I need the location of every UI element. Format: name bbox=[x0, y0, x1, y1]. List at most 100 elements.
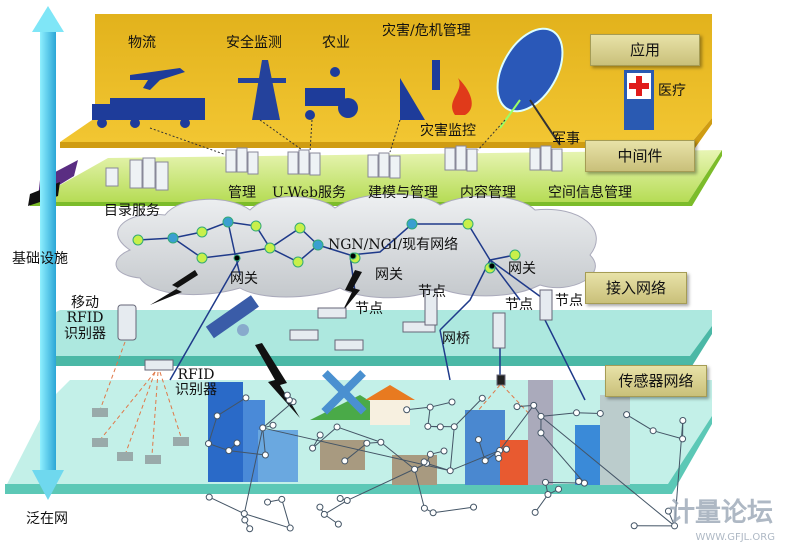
app-label-medical: 医疗 bbox=[658, 83, 686, 99]
sensor-node bbox=[573, 409, 581, 417]
sensor-node bbox=[475, 436, 483, 444]
axis-label-infrastructure: 基础设施 bbox=[12, 251, 68, 267]
mesh-link bbox=[262, 401, 294, 429]
sensor-node bbox=[440, 447, 448, 455]
sensor-node bbox=[225, 447, 233, 455]
sensor-node bbox=[537, 412, 545, 420]
sensor-node bbox=[286, 524, 294, 532]
sensor-node bbox=[478, 394, 486, 402]
sensor-node bbox=[555, 485, 563, 493]
sensor-node bbox=[649, 427, 657, 435]
sensor-node bbox=[679, 435, 687, 443]
mesh-link bbox=[324, 500, 348, 515]
mesh-link bbox=[406, 406, 431, 411]
mesh-link bbox=[478, 439, 486, 461]
mesh-link bbox=[450, 449, 500, 472]
rfid-reader-line-1: RFID bbox=[177, 367, 215, 383]
app-label-military: 军事 bbox=[552, 131, 580, 147]
network-nodes bbox=[132, 216, 521, 274]
sensor-node bbox=[596, 409, 604, 417]
sensor-node bbox=[623, 411, 631, 419]
mesh-link bbox=[652, 430, 683, 440]
sensor-node bbox=[470, 503, 478, 511]
mw-label-content: 内容管理 bbox=[460, 185, 516, 201]
mesh-link bbox=[209, 496, 245, 515]
sensor-node bbox=[436, 423, 444, 431]
mesh-link bbox=[208, 415, 218, 444]
mesh-link bbox=[228, 450, 266, 456]
mesh-link bbox=[344, 442, 368, 462]
middleware-servers bbox=[105, 145, 563, 191]
core-network-label: NGN/NGI/现有网络 bbox=[328, 237, 459, 253]
sensor-node bbox=[424, 422, 432, 430]
mesh-link bbox=[430, 401, 453, 408]
mesh-link bbox=[540, 432, 585, 484]
sensor-node bbox=[446, 467, 454, 475]
sensor-node bbox=[316, 431, 324, 439]
satellite-icon bbox=[205, 295, 259, 339]
mw-label-spatial: 空间信息管理 bbox=[548, 185, 632, 201]
sensor-node bbox=[671, 522, 679, 530]
road-icon bbox=[238, 60, 286, 120]
sensor-node bbox=[513, 403, 521, 411]
mw-label-uweb: U-Web服务 bbox=[272, 185, 347, 201]
sensor-node bbox=[283, 391, 291, 399]
sensor-node bbox=[541, 478, 549, 486]
sensor-node bbox=[530, 401, 538, 409]
sensor-node bbox=[420, 458, 428, 466]
sensor-node bbox=[246, 525, 254, 533]
sensor-node bbox=[264, 498, 272, 506]
layer-tag-sensor: 传感器网络 bbox=[605, 365, 707, 397]
sensor-node bbox=[377, 438, 385, 446]
satellite-dish-icon bbox=[496, 27, 564, 146]
vertical-axis-arrow bbox=[32, 6, 64, 500]
mobile-rfid-label: 移动 RFID 识别器 bbox=[64, 295, 106, 342]
city-buildings bbox=[208, 370, 630, 485]
mesh-link bbox=[414, 469, 425, 509]
sensor-node bbox=[316, 503, 324, 511]
gateway-label-2: 网关 bbox=[375, 267, 403, 283]
sensor-node bbox=[481, 457, 489, 465]
sensor-node bbox=[502, 445, 510, 453]
sensor-node bbox=[320, 510, 328, 518]
layer-tag-middleware: 中间件 bbox=[585, 140, 695, 172]
gateway-label-3: 网关 bbox=[508, 261, 536, 277]
mesh-link bbox=[244, 513, 291, 529]
mobile-rfid-line-3: 识别器 bbox=[64, 325, 106, 342]
mobile-rfid-line-2: RFID bbox=[66, 310, 104, 327]
mesh-link bbox=[208, 443, 229, 452]
mesh-link bbox=[243, 427, 264, 514]
sensor-node bbox=[336, 494, 344, 502]
sensor-node bbox=[269, 421, 277, 429]
app-label-safety-monitoring: 安全监测 bbox=[226, 35, 282, 51]
sensor-node bbox=[341, 457, 349, 465]
mw-label-modeling: 建模与管理 bbox=[368, 185, 438, 201]
bridge-label: 网桥 bbox=[442, 331, 470, 347]
rfid-reader-line-2: 识别器 bbox=[175, 382, 217, 399]
mw-label-management: 管理 bbox=[228, 185, 256, 201]
sensor-node bbox=[213, 412, 221, 420]
gateway-label-1: 网关 bbox=[230, 271, 258, 287]
sensor-node bbox=[448, 398, 456, 406]
sensor-node bbox=[261, 451, 269, 459]
sensor-node bbox=[278, 495, 286, 503]
mw-label-directory: 目录服务 bbox=[104, 203, 160, 219]
sensor-node bbox=[334, 520, 342, 528]
sensor-node bbox=[630, 522, 638, 530]
disaster-icon bbox=[400, 60, 472, 120]
mesh-link bbox=[281, 499, 291, 529]
sensor-node bbox=[411, 465, 419, 473]
logistics-icon bbox=[92, 68, 205, 128]
sensor-node bbox=[495, 454, 503, 462]
layer-tag-application: 应用 bbox=[590, 34, 700, 66]
tractor-icon bbox=[305, 67, 358, 120]
rfid-tags bbox=[92, 408, 189, 464]
mobile-rfid-line-1: 移动 bbox=[71, 295, 99, 311]
rfid-reader-label: RFID 识别器 bbox=[175, 367, 217, 399]
sensor-node bbox=[575, 477, 583, 485]
core-network-cloud bbox=[115, 193, 597, 299]
sensor-node bbox=[544, 491, 552, 499]
wireless-link-icons bbox=[150, 270, 362, 418]
